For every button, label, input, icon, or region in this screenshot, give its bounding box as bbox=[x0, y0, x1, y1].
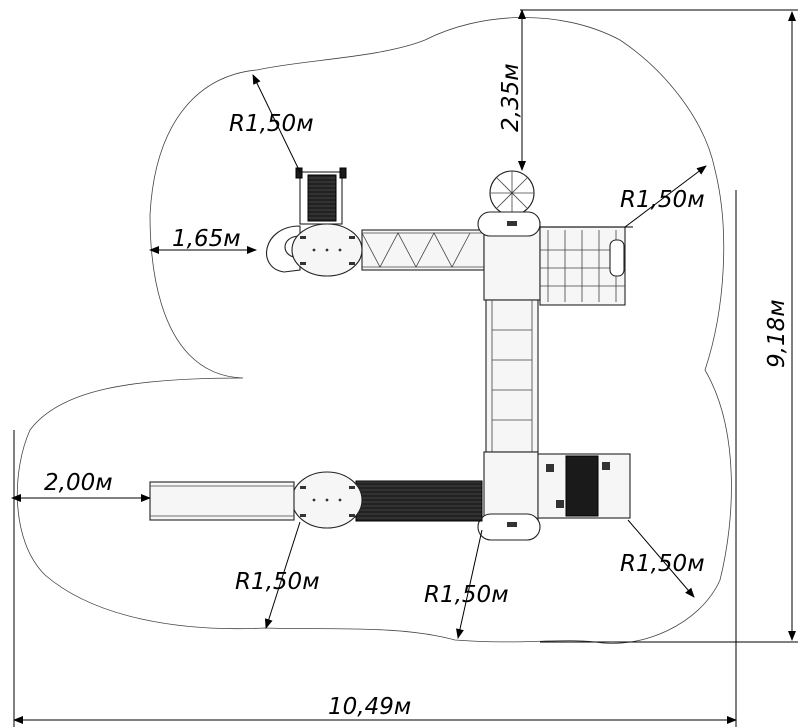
playground-equipment bbox=[149, 167, 633, 541]
dim-top-offset: 2,35м bbox=[498, 63, 524, 132]
play-panel-bottom-right bbox=[537, 453, 631, 519]
slide-top-left bbox=[266, 225, 301, 273]
ladder-top-left bbox=[295, 167, 347, 225]
slide-bottom-left bbox=[149, 481, 295, 521]
dim-total-width: 10,49м bbox=[328, 694, 411, 720]
tunnel-bottom bbox=[355, 480, 483, 522]
bridge-top bbox=[361, 229, 485, 271]
dim-radius-top-left: R1,50м bbox=[229, 111, 314, 137]
dim-left-offset: 1,65м bbox=[172, 226, 241, 252]
dim-radius-bottom-right: R1,50м bbox=[620, 551, 705, 577]
tower-top-right bbox=[477, 170, 541, 301]
bridge-vertical bbox=[485, 299, 539, 453]
dimension-lines bbox=[11, 8, 798, 727]
dim-total-height: 9,18м bbox=[764, 299, 790, 368]
safety-zone-outline bbox=[16, 17, 732, 644]
tower-bottom-right bbox=[477, 451, 541, 541]
dim-left-bottom-offset: 2,00м bbox=[44, 470, 113, 496]
dim-radius-bottom-left: R1,50м bbox=[235, 569, 320, 595]
dim-radius-bottom-center: R1,50м bbox=[424, 582, 509, 608]
climbing-net bbox=[539, 226, 633, 306]
dim-radius-top-right: R1,50м bbox=[620, 187, 705, 213]
